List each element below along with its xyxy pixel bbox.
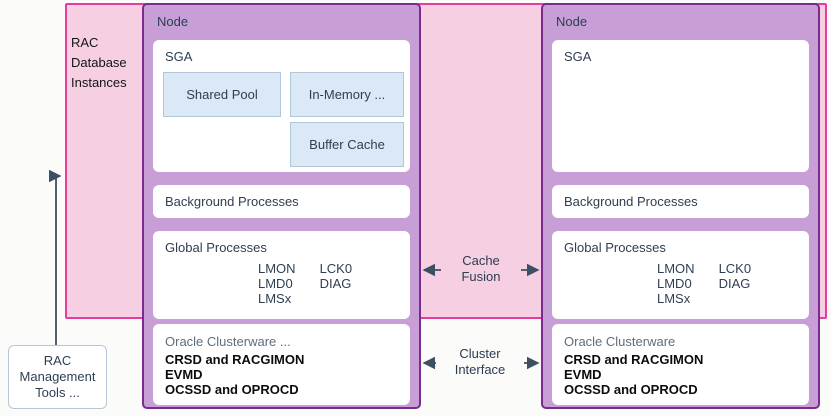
node-right-clusterware-box: Oracle Clusterware CRSD and RACGIMON EVM… (552, 324, 809, 405)
global-processes-col1: LMON LMD0 LMSx (258, 261, 296, 306)
rac-database-instances-label: RAC Database Instances (71, 35, 127, 90)
node-left-clusterware-box: Oracle Clusterware ... CRSD and RACGIMON… (153, 324, 410, 405)
node-left-global-processes-box: Global Processes LMON LMD0 LMSx LCK0 DIA… (153, 231, 410, 319)
in-memory-block: In-Memory ... (290, 72, 404, 117)
global-processes-col1: LMON LMD0 LMSx (657, 261, 695, 306)
cache-fusion-label: Cache Fusion (441, 253, 521, 285)
global-processes-title: Global Processes (564, 240, 666, 255)
global-processes-title: Global Processes (165, 240, 267, 255)
node-right-background-processes-box: Background Processes (552, 185, 809, 218)
cluster-interface-label: Cluster Interface (436, 346, 524, 378)
node-left-title: Node (157, 14, 189, 29)
node-right-sga-title: SGA (564, 49, 592, 64)
global-processes-col2: LCK0 DIAG (718, 261, 752, 291)
global-processes-col2: LCK0 DIAG (319, 261, 353, 291)
node-right-sga-box: SGA (552, 40, 809, 172)
clusterware-title: Oracle Clusterware (564, 334, 676, 349)
global-processes-list: LMON LMD0 LMSx LCK0 DIAG (258, 261, 352, 306)
node-right-global-processes-box: Global Processes LMON LMD0 LMSx LCK0 DIA… (552, 231, 809, 319)
background-processes-label: Background Processes (564, 194, 698, 209)
node-right: Node SGA Background Processes Global Pro… (541, 3, 820, 409)
node-left: Node SGA Shared Pool In-Memory ... Buffe… (142, 3, 421, 409)
rac-management-tools-box: RAC Management Tools ... (8, 345, 107, 409)
node-left-sga-box: SGA Shared Pool In-Memory ... Buffer Cac… (153, 40, 410, 172)
clusterware-title: Oracle Clusterware ... (165, 334, 291, 349)
management-tools-arrow (48, 169, 62, 345)
node-left-sga-title: SGA (165, 49, 193, 64)
node-left-background-processes-box: Background Processes (153, 185, 410, 218)
shared-pool-block: Shared Pool (163, 72, 281, 117)
global-processes-list: LMON LMD0 LMSx LCK0 DIAG (657, 261, 751, 306)
clusterware-processes: CRSD and RACGIMON EVMD OCSSD and OPROCD (564, 352, 704, 397)
clusterware-processes: CRSD and RACGIMON EVMD OCSSD and OPROCD (165, 352, 305, 397)
buffer-cache-block: Buffer Cache (290, 122, 404, 167)
node-right-title: Node (556, 14, 588, 29)
background-processes-label: Background Processes (165, 194, 299, 209)
